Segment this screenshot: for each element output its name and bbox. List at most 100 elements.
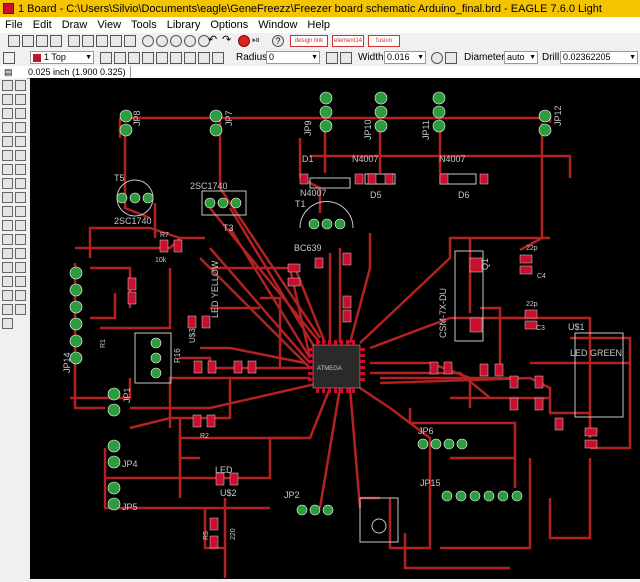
zoom-fit-icon[interactable]: [142, 35, 154, 47]
q1-label: Q1: [480, 258, 490, 270]
via-shape-square-icon[interactable]: [445, 52, 457, 64]
bend-style-6-icon[interactable]: [184, 52, 196, 64]
smash-icon[interactable]: [2, 192, 13, 203]
menu-view[interactable]: View: [97, 19, 122, 31]
fusion-button[interactable]: fusion: [368, 35, 400, 47]
trace: [310, 154, 572, 178]
trace: [348, 233, 372, 344]
layer-settings-icon[interactable]: [3, 52, 15, 64]
replace-icon[interactable]: [15, 164, 26, 175]
trace: [123, 133, 151, 220]
element14-button[interactable]: element14: [332, 35, 364, 47]
rect-icon[interactable]: [15, 248, 26, 259]
zoom-out-icon[interactable]: [170, 35, 182, 47]
erc-icon[interactable]: [2, 304, 13, 315]
board-canvas[interactable]: ATMEGA: [30, 78, 640, 579]
polygon-icon[interactable]: [2, 262, 13, 273]
bend-style-8-icon[interactable]: [212, 52, 224, 64]
stop-icon[interactable]: [238, 35, 250, 47]
zoom-redraw-icon[interactable]: [184, 35, 196, 47]
info-icon[interactable]: [2, 80, 13, 91]
drc-icon[interactable]: [15, 304, 26, 315]
arc-ccw-icon[interactable]: [340, 52, 352, 64]
mark-icon[interactable]: [15, 94, 26, 105]
radius-input[interactable]: 0▼: [266, 51, 320, 64]
bend-style-3-icon[interactable]: [142, 52, 154, 64]
save-icon[interactable]: [22, 35, 34, 47]
menu-help[interactable]: Help: [307, 19, 331, 31]
wire-icon[interactable]: [15, 220, 26, 231]
script-icon[interactable]: [110, 35, 122, 47]
arc-cw-icon[interactable]: [326, 52, 338, 64]
menu-library[interactable]: Library: [166, 19, 201, 31]
ic-atmega[interactable]: ATMEGA: [308, 340, 365, 393]
board-drawing[interactable]: ATMEGA: [30, 78, 640, 579]
trace: [90, 293, 117, 320]
bend-style-4-icon[interactable]: [156, 52, 168, 64]
layer-select[interactable]: 1 Top▼: [30, 51, 94, 64]
width-input[interactable]: 0.016▼: [384, 51, 426, 64]
value-icon[interactable]: [15, 178, 26, 189]
cam-processor-icon[interactable]: [96, 35, 108, 47]
group-icon[interactable]: [2, 136, 13, 147]
move-icon[interactable]: [2, 108, 13, 119]
zoom-select-icon[interactable]: [198, 35, 210, 47]
menu-file[interactable]: File: [5, 19, 23, 31]
delete-icon[interactable]: [15, 150, 26, 161]
redo-icon[interactable]: ↷: [222, 34, 232, 46]
via-icon[interactable]: [15, 262, 26, 273]
hole-icon[interactable]: [2, 276, 13, 287]
help-icon[interactable]: ?: [272, 35, 284, 47]
brd-icon[interactable]: [82, 35, 94, 47]
design-link-button[interactable]: design link: [290, 35, 328, 47]
signal-icon[interactable]: [15, 276, 26, 287]
show-icon[interactable]: [15, 80, 26, 91]
menu-edit[interactable]: Edit: [32, 19, 52, 31]
jp9-label: JP9: [303, 120, 313, 136]
trace: [130, 381, 321, 410]
run-icon[interactable]: [124, 35, 136, 47]
bend-style-7-icon[interactable]: [198, 52, 210, 64]
rotate-icon[interactable]: [15, 122, 26, 133]
menu-window[interactable]: Window: [258, 19, 298, 31]
diameter-input[interactable]: auto▼: [504, 51, 538, 64]
auto-icon[interactable]: [15, 290, 26, 301]
zoom-in-icon[interactable]: [156, 35, 168, 47]
change-icon[interactable]: [15, 136, 26, 147]
split-icon[interactable]: [15, 192, 26, 203]
ratsnest-icon[interactable]: [2, 290, 13, 301]
drill-input[interactable]: 0.02362205▼: [560, 51, 638, 64]
menu-tools[interactable]: Tools: [131, 19, 157, 31]
menu-draw[interactable]: Draw: [61, 19, 88, 31]
mirror-icon[interactable]: [2, 122, 13, 133]
diameter-value: auto: [507, 52, 525, 62]
name-icon[interactable]: [2, 178, 13, 189]
circle-icon[interactable]: [15, 234, 26, 245]
trace: [75, 236, 205, 250]
bend-style-1-icon[interactable]: [114, 52, 126, 64]
display-icon[interactable]: [2, 94, 13, 105]
bend-style-2-icon[interactable]: [128, 52, 140, 64]
ripup-icon[interactable]: [2, 220, 13, 231]
sch-icon[interactable]: [68, 35, 80, 47]
route-icon[interactable]: [15, 206, 26, 217]
paste-icon[interactable]: [2, 150, 13, 161]
menu-options[interactable]: Options: [210, 19, 249, 31]
go-icon[interactable]: ⏯: [252, 35, 260, 46]
undo-icon[interactable]: ↶: [208, 34, 218, 46]
via-shape-round-icon[interactable]: [431, 52, 443, 64]
print-icon[interactable]: [36, 35, 48, 47]
layer-select-value: 1 Top: [44, 52, 66, 62]
add-icon[interactable]: [2, 164, 13, 175]
text-icon[interactable]: [2, 234, 13, 245]
drill-value: 0.02362205: [563, 52, 611, 62]
open-icon[interactable]: [8, 35, 20, 47]
miter-icon[interactable]: [100, 52, 112, 64]
arc-icon[interactable]: [2, 248, 13, 259]
bend-style-5-icon[interactable]: [170, 52, 182, 64]
command-input[interactable]: [134, 66, 634, 78]
errors-icon[interactable]: [2, 318, 13, 329]
copy-icon[interactable]: [15, 108, 26, 119]
optimize-icon[interactable]: [2, 206, 13, 217]
cam-icon[interactable]: [50, 35, 62, 47]
